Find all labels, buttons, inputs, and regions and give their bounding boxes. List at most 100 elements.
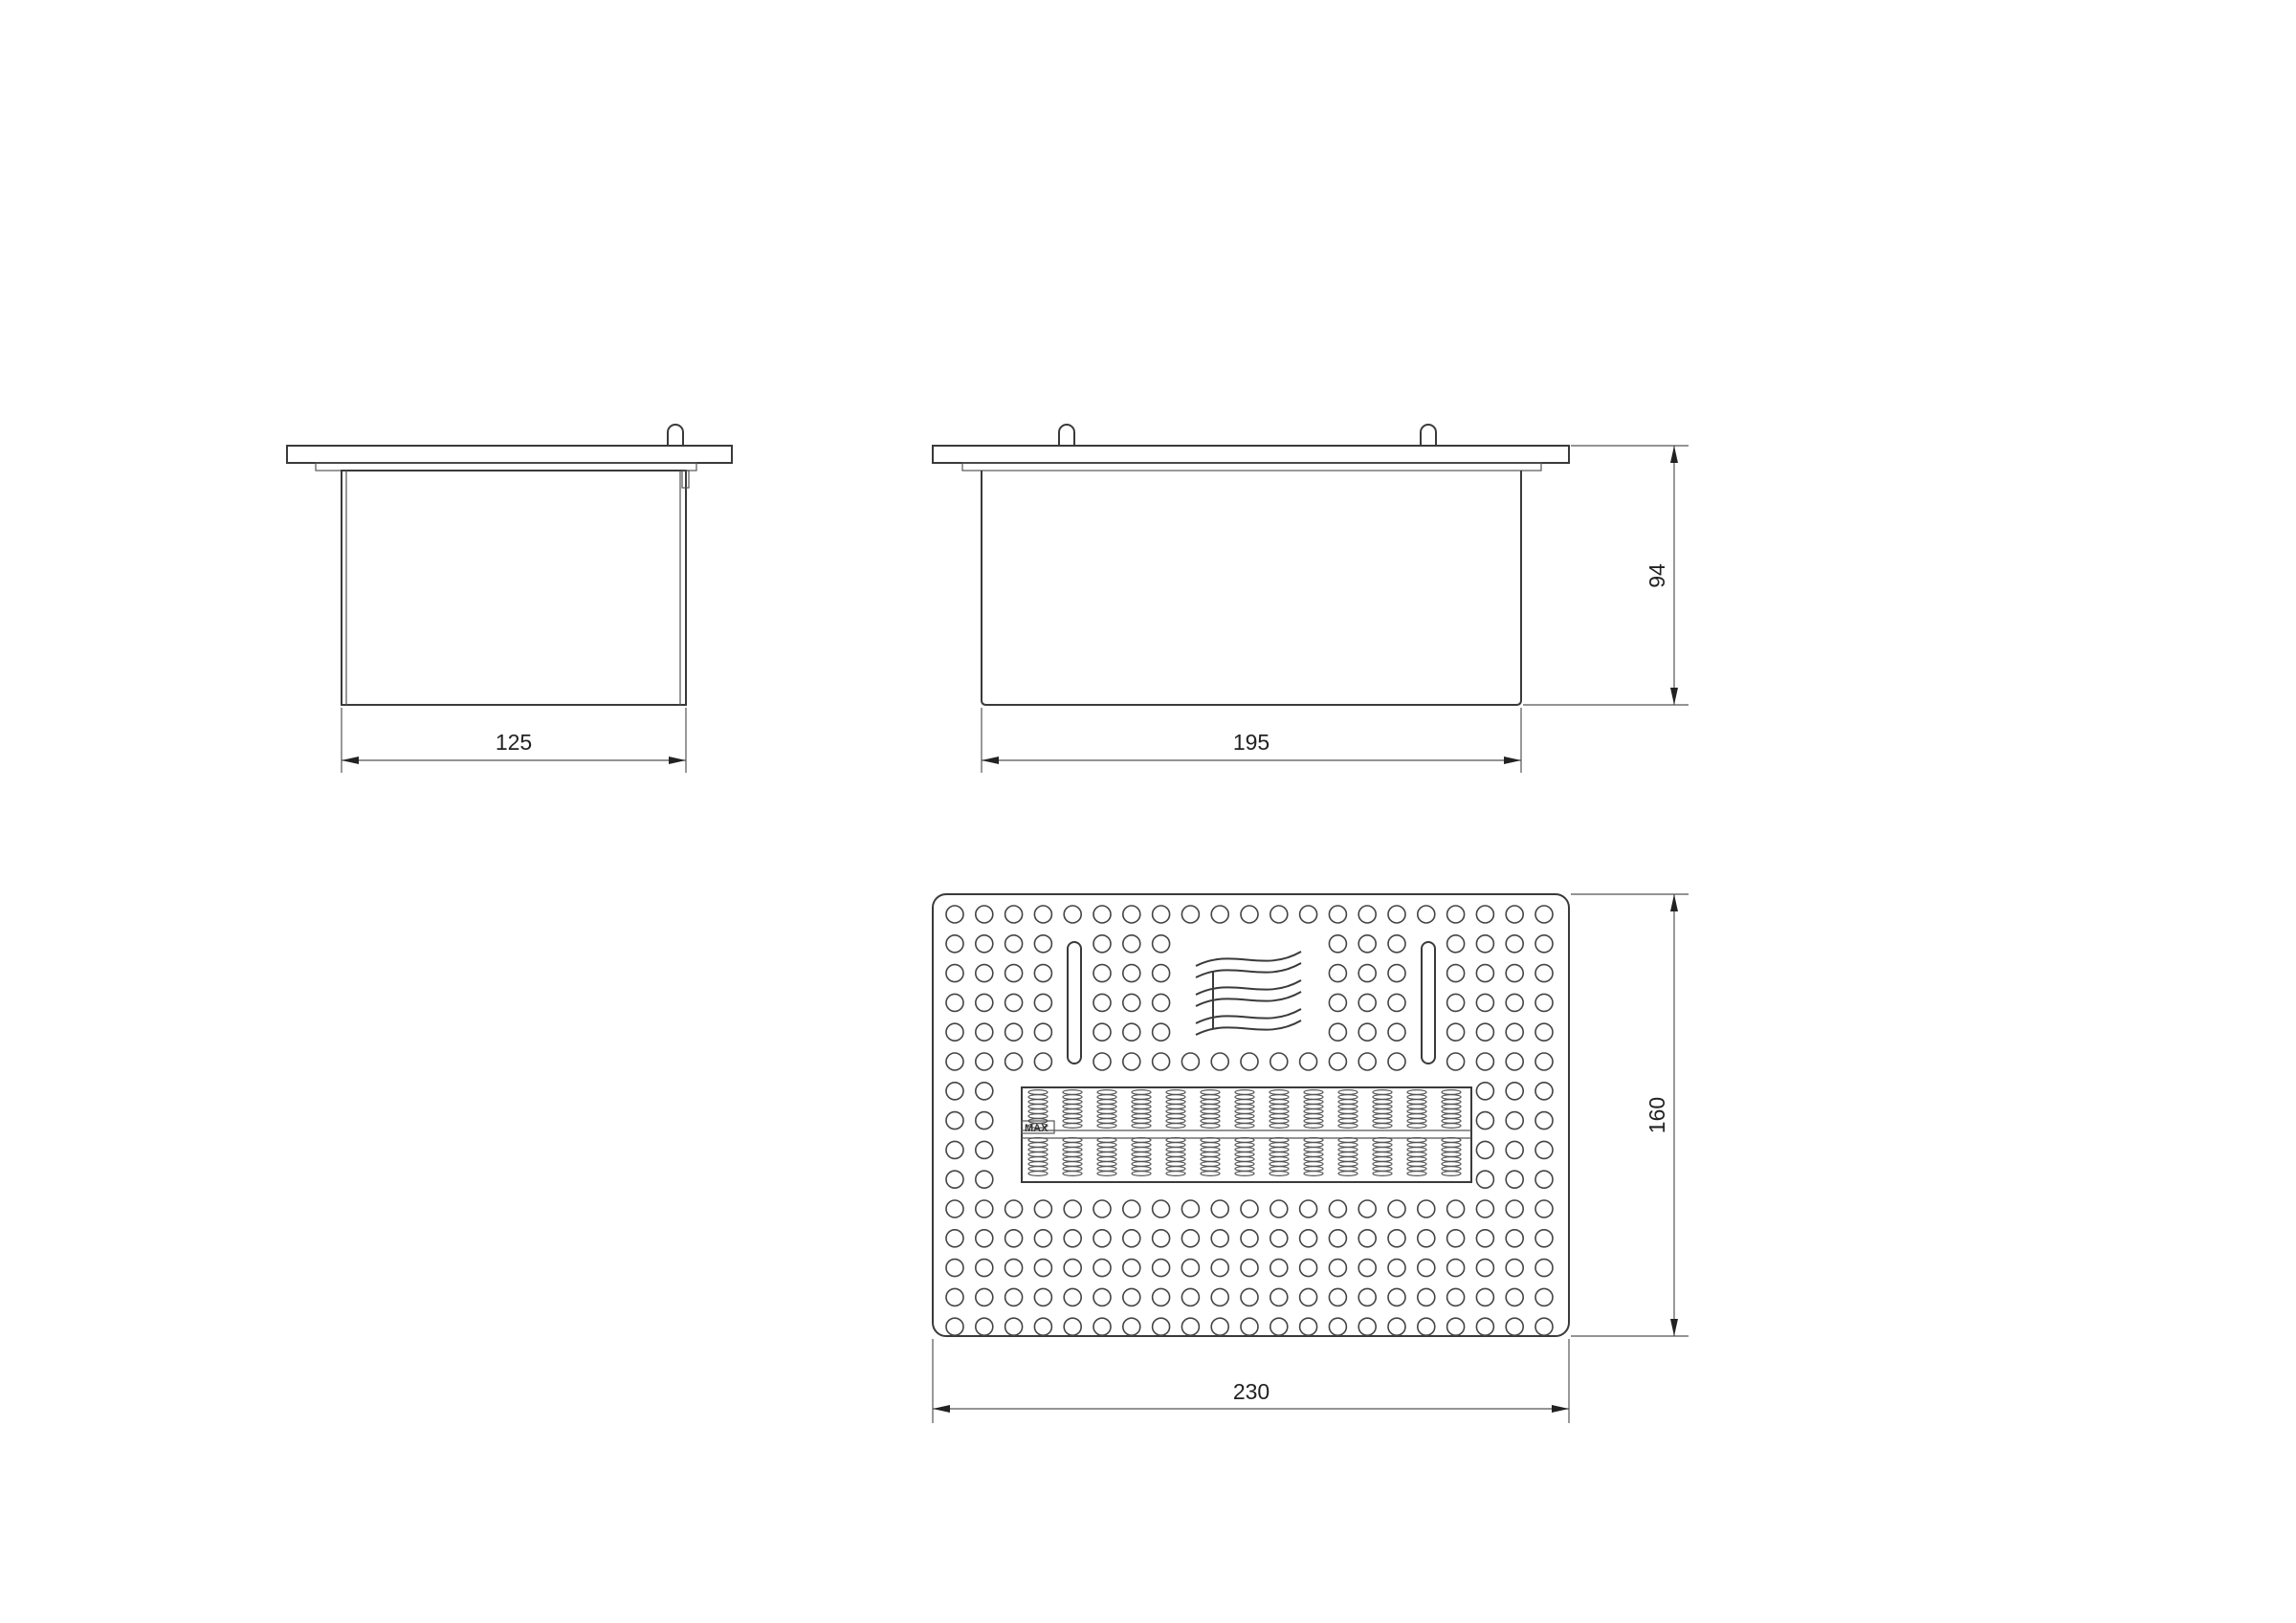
perforation-hole bbox=[1446, 933, 1466, 954]
filter-spring bbox=[1062, 1088, 1083, 1129]
perforation-hole bbox=[1298, 905, 1318, 924]
filter-spring bbox=[1269, 1136, 1290, 1176]
perforation-hole bbox=[1417, 905, 1436, 924]
perforation-hole bbox=[1358, 1258, 1377, 1278]
perforation-hole bbox=[1122, 1258, 1141, 1278]
filter-spring bbox=[1441, 1088, 1462, 1129]
perforation-hole bbox=[1093, 1052, 1112, 1071]
filter-spring bbox=[1096, 1136, 1117, 1176]
perforation-hole bbox=[945, 1258, 964, 1278]
perforation-hole bbox=[1475, 1170, 1495, 1189]
perforation-hole bbox=[1210, 1258, 1229, 1278]
perforation-hole bbox=[1534, 963, 1554, 983]
filter-spring bbox=[1337, 1136, 1358, 1176]
perforation-hole bbox=[1475, 1052, 1495, 1071]
perforation-hole bbox=[1505, 933, 1524, 954]
perforation-hole bbox=[1004, 933, 1024, 954]
perforation-hole bbox=[1475, 1022, 1495, 1042]
perforation-hole bbox=[1534, 1082, 1554, 1101]
perforation-hole bbox=[1122, 1287, 1141, 1307]
perforation-hole bbox=[1093, 993, 1112, 1013]
perforation-hole bbox=[1446, 1199, 1466, 1218]
perforation-hole bbox=[1505, 1199, 1524, 1218]
perforation-hole bbox=[1033, 963, 1053, 983]
perforation-hole bbox=[1298, 1229, 1318, 1248]
perforation-hole bbox=[1093, 1229, 1112, 1248]
perforation-hole bbox=[1033, 1229, 1053, 1248]
slot-right bbox=[1421, 941, 1436, 1064]
perforation-hole bbox=[1534, 993, 1554, 1013]
perforation-hole bbox=[1151, 1317, 1171, 1336]
perforation-hole bbox=[1534, 905, 1554, 924]
filter-cassette bbox=[1021, 1086, 1472, 1183]
perforation-hole bbox=[1446, 905, 1466, 924]
filter-spring bbox=[1200, 1088, 1221, 1129]
perforation-hole bbox=[1269, 905, 1289, 924]
perforation-hole bbox=[1387, 963, 1406, 983]
perforation-hole bbox=[1446, 963, 1466, 983]
filter-spring bbox=[1234, 1136, 1255, 1176]
perforation-hole bbox=[1240, 905, 1259, 924]
perforation-hole bbox=[975, 1258, 994, 1278]
perforation-hole bbox=[1181, 1229, 1201, 1248]
perforation-hole bbox=[1328, 1022, 1348, 1042]
perforation-hole bbox=[1387, 993, 1406, 1013]
perforation-hole bbox=[1505, 1140, 1524, 1160]
perforation-hole bbox=[945, 1229, 964, 1248]
perforation-hole bbox=[1033, 905, 1053, 924]
perforation-hole bbox=[1505, 1082, 1524, 1101]
perforation-hole bbox=[1328, 1229, 1348, 1248]
dim-label-top-depth: 160 bbox=[1645, 1097, 1669, 1133]
perforation-hole bbox=[1151, 963, 1171, 983]
perforation-hole bbox=[1505, 993, 1524, 1013]
dim-label-height: 94 bbox=[1645, 563, 1669, 588]
side-view-clip bbox=[681, 470, 690, 489]
filter-spring bbox=[1303, 1136, 1324, 1176]
perforation-hole bbox=[1505, 1229, 1524, 1248]
perforation-hole bbox=[1534, 1110, 1554, 1130]
front-view bbox=[932, 424, 1570, 706]
perforation-hole bbox=[975, 1229, 994, 1248]
perforation-hole bbox=[1534, 933, 1554, 954]
max-logo-text: MAX bbox=[1025, 1123, 1049, 1134]
perforation-hole bbox=[1328, 1317, 1348, 1336]
perforation-hole bbox=[1004, 1199, 1024, 1218]
filter-spring bbox=[1372, 1088, 1393, 1129]
perforation-hole bbox=[975, 1022, 994, 1042]
perforation-hole bbox=[1240, 1258, 1259, 1278]
perforation-hole bbox=[975, 1140, 994, 1160]
perforation-hole bbox=[1358, 993, 1377, 1013]
perforation-hole bbox=[975, 1110, 994, 1130]
perforation-hole bbox=[1446, 1229, 1466, 1248]
perforation-hole bbox=[1387, 905, 1406, 924]
perforation-hole bbox=[1475, 1110, 1495, 1130]
perforation-hole bbox=[1004, 993, 1024, 1013]
perforation-hole bbox=[1181, 1258, 1201, 1278]
perforation-hole bbox=[1093, 1317, 1112, 1336]
perforation-hole bbox=[975, 1082, 994, 1101]
perforation-hole bbox=[975, 1052, 994, 1071]
perforation-hole bbox=[1534, 1317, 1554, 1336]
filter-spring bbox=[1131, 1136, 1152, 1176]
perforation-hole bbox=[1269, 1199, 1289, 1218]
perforation-hole bbox=[1505, 1022, 1524, 1042]
perforation-hole bbox=[1151, 1022, 1171, 1042]
perforation-hole bbox=[1298, 1199, 1318, 1218]
perforation-hole bbox=[1033, 1258, 1053, 1278]
perforation-holes bbox=[945, 905, 1554, 1336]
perforation-hole bbox=[1122, 1199, 1141, 1218]
perforation-hole bbox=[1033, 993, 1053, 1013]
perforation-hole bbox=[1210, 1052, 1229, 1071]
perforation-hole bbox=[1093, 1287, 1112, 1307]
perforation-hole bbox=[1269, 1258, 1289, 1278]
perforation-hole bbox=[1151, 993, 1171, 1013]
perforation-hole bbox=[1475, 933, 1495, 954]
perforation-hole bbox=[945, 933, 964, 954]
perforation-hole bbox=[1210, 1287, 1229, 1307]
perforation-hole bbox=[1298, 1258, 1318, 1278]
perforation-hole bbox=[1417, 1199, 1436, 1218]
perforation-hole bbox=[1151, 1199, 1171, 1218]
filter-spring bbox=[1062, 1136, 1083, 1176]
perforation-hole bbox=[1505, 963, 1524, 983]
perforation-hole bbox=[1269, 1229, 1289, 1248]
